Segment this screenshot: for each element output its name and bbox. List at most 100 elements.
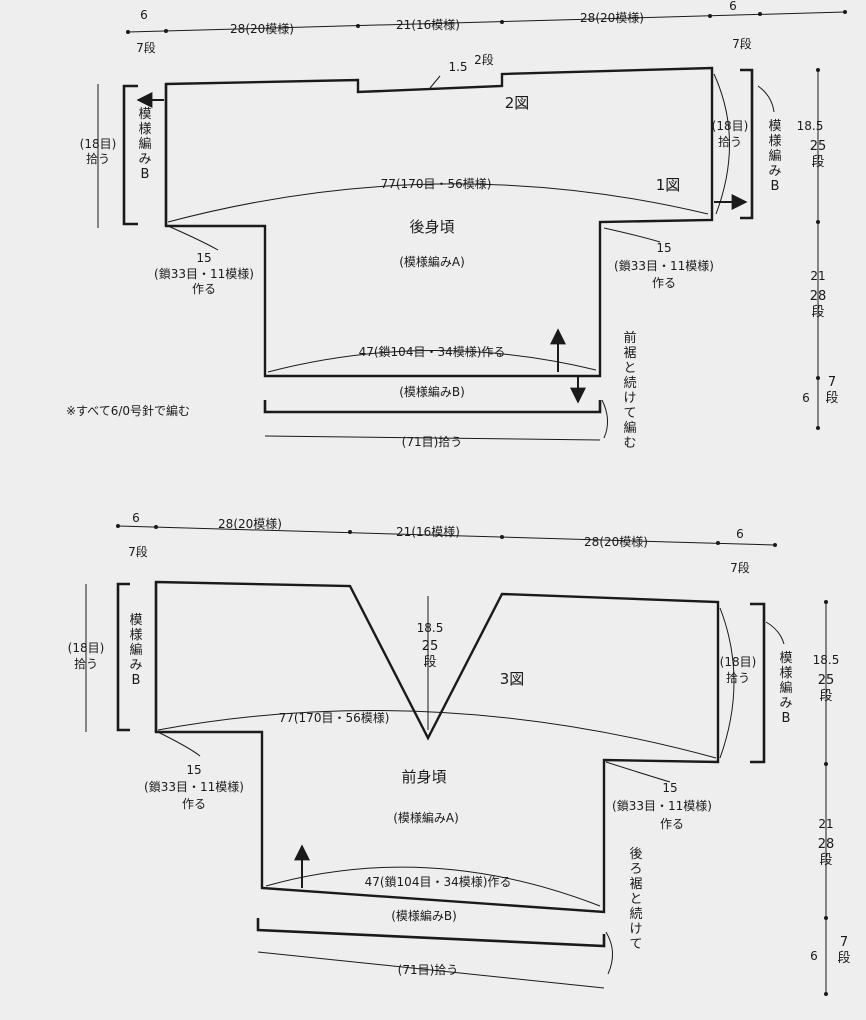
front-title: 前身頃 xyxy=(401,768,446,786)
back-hem-continue-note: 前裾と続けて編む xyxy=(623,330,636,451)
front-neck-depth-label: 18.5 xyxy=(417,621,444,635)
needle-note: ※すべて6/0号針で編む xyxy=(66,403,190,418)
dim-tick xyxy=(164,29,168,33)
front-sleeve-length-label: 18.5 xyxy=(813,653,840,667)
front-top-edge-label: 6 xyxy=(132,511,140,525)
back-right-pickup-arc xyxy=(713,73,730,215)
back-right-sleeve-bracket xyxy=(740,68,754,220)
back-top-left-side-label: 28(20模様) xyxy=(230,22,294,36)
front-left-underarm-leader xyxy=(157,731,201,757)
back-right-pattern-leader xyxy=(757,85,775,113)
dim-tick xyxy=(500,20,504,24)
dim-tick xyxy=(154,525,158,529)
back-top-edge-rows-right: 7段 xyxy=(732,36,752,51)
dim-tick xyxy=(816,68,820,72)
back-hem-pick-label: (71目)拾う xyxy=(402,434,463,449)
back-right-pick-count: (18目) xyxy=(712,119,749,133)
back-figure-2-label: 2図 xyxy=(505,94,530,112)
front-left-pick-count: (18目) xyxy=(68,641,105,655)
front-left-underarm-detail: (鎖33目・11模様) xyxy=(144,779,244,794)
back-right-underarm-label: 15 xyxy=(656,241,671,255)
front-body-diagram: 6 7段 28(20模様) 21(16模様) 28(20模様) 6 7段 18.… xyxy=(68,511,851,996)
front-left-sleeve-bracket xyxy=(116,582,130,732)
front-top-dimension-line xyxy=(117,525,776,546)
front-hem-width-arc xyxy=(265,866,601,907)
back-hem-pattern-label: (模様編みB) xyxy=(399,384,465,399)
back-width-label: 77(170目・56模様) xyxy=(381,177,492,191)
back-pattern-a-label: (模様編みA) xyxy=(399,254,465,269)
dim-tick xyxy=(824,916,828,920)
dim-tick xyxy=(824,762,828,766)
back-top-edge-label-right: 6 xyxy=(729,0,737,13)
front-right-pick-count: (18目) xyxy=(720,655,757,669)
back-sleeve-length-label: 18.5 xyxy=(797,119,824,133)
front-width-label: 77(170目・56模様) xyxy=(279,711,390,725)
front-top-edge-rows: 7段 xyxy=(128,544,148,559)
front-top-edge-rows-right: 7段 xyxy=(730,560,750,575)
back-left-underarm-label: 15 xyxy=(196,251,211,265)
front-left-underarm-make: 作る xyxy=(182,797,206,811)
front-top-center-label: 21(16模様) xyxy=(396,525,460,539)
dim-tick xyxy=(824,992,828,996)
front-hem-length-label: 6 xyxy=(810,949,818,963)
back-left-underarm-leader xyxy=(167,225,219,251)
back-left-underarm-make: 作る xyxy=(192,282,216,296)
front-hem-continue-note: 後ろ裾と続けて xyxy=(629,847,642,952)
front-right-pattern-leader xyxy=(765,621,785,645)
dim-tick xyxy=(348,530,352,534)
front-hem-width-label: 47(鎖104目・34模様)作る xyxy=(365,874,512,889)
front-hem-continue-arc xyxy=(605,931,613,975)
back-right-underarm-detail: (鎖33目・11模様) xyxy=(614,258,714,273)
back-left-pick-label: 拾う xyxy=(86,151,110,166)
front-right-sleeve-bracket xyxy=(750,602,766,764)
dim-tick xyxy=(824,600,828,604)
dim-tick xyxy=(126,30,130,34)
front-right-underarm-detail: (鎖33目・11模様) xyxy=(612,798,712,813)
front-left-pick-label: 拾う xyxy=(74,656,98,671)
back-top-right-side-label: 28(20模様) xyxy=(580,11,644,25)
back-right-underarm-leader xyxy=(603,227,661,243)
back-top-edge-label: 6 xyxy=(140,8,148,22)
back-hem-continue-arc xyxy=(601,399,608,439)
front-top-left-side-label: 28(20模様) xyxy=(218,517,282,531)
front-left-underarm-label: 15 xyxy=(186,763,201,777)
back-center-drop-rows: 2段 xyxy=(474,52,494,67)
front-right-underarm-label: 15 xyxy=(662,781,677,795)
front-hem-pattern-label: (模様編みB) xyxy=(391,908,457,923)
back-hem-length-label: 6 xyxy=(802,391,810,405)
front-right-underarm-leader xyxy=(605,761,671,783)
front-hem-pick-label: (71目)拾う xyxy=(398,962,459,977)
back-center-drop-label: 1.5 xyxy=(448,60,467,74)
back-right-pick-label: 拾う xyxy=(718,134,742,149)
back-top-center-label: 21(16模様) xyxy=(396,18,460,32)
dim-tick xyxy=(116,524,120,528)
front-right-underarm-make: 作る xyxy=(660,817,684,831)
back-right-underarm-make: 作る xyxy=(652,276,676,290)
dim-tick xyxy=(816,426,820,430)
dim-tick xyxy=(773,543,777,547)
back-width-arc xyxy=(167,183,709,223)
front-right-pick-label: 拾う xyxy=(726,670,750,685)
back-figure-1-label: 1図 xyxy=(656,176,681,194)
front-hem-pick-line xyxy=(257,951,605,989)
back-left-underarm-detail: (鎖33目・11模様) xyxy=(154,266,254,281)
front-right-pickup-arc xyxy=(719,607,735,759)
back-hem-bracket xyxy=(263,400,602,414)
dim-tick xyxy=(356,24,360,28)
back-body-length-label: 21 xyxy=(810,269,825,283)
dim-tick xyxy=(708,14,712,18)
back-hem-width-label: 47(鎖104目・34模様)作る xyxy=(359,344,506,359)
back-top-edge-rows: 7段 xyxy=(136,40,156,55)
dim-tick xyxy=(816,220,820,224)
front-body-outline xyxy=(154,580,720,914)
back-title: 後身頃 xyxy=(409,218,454,236)
